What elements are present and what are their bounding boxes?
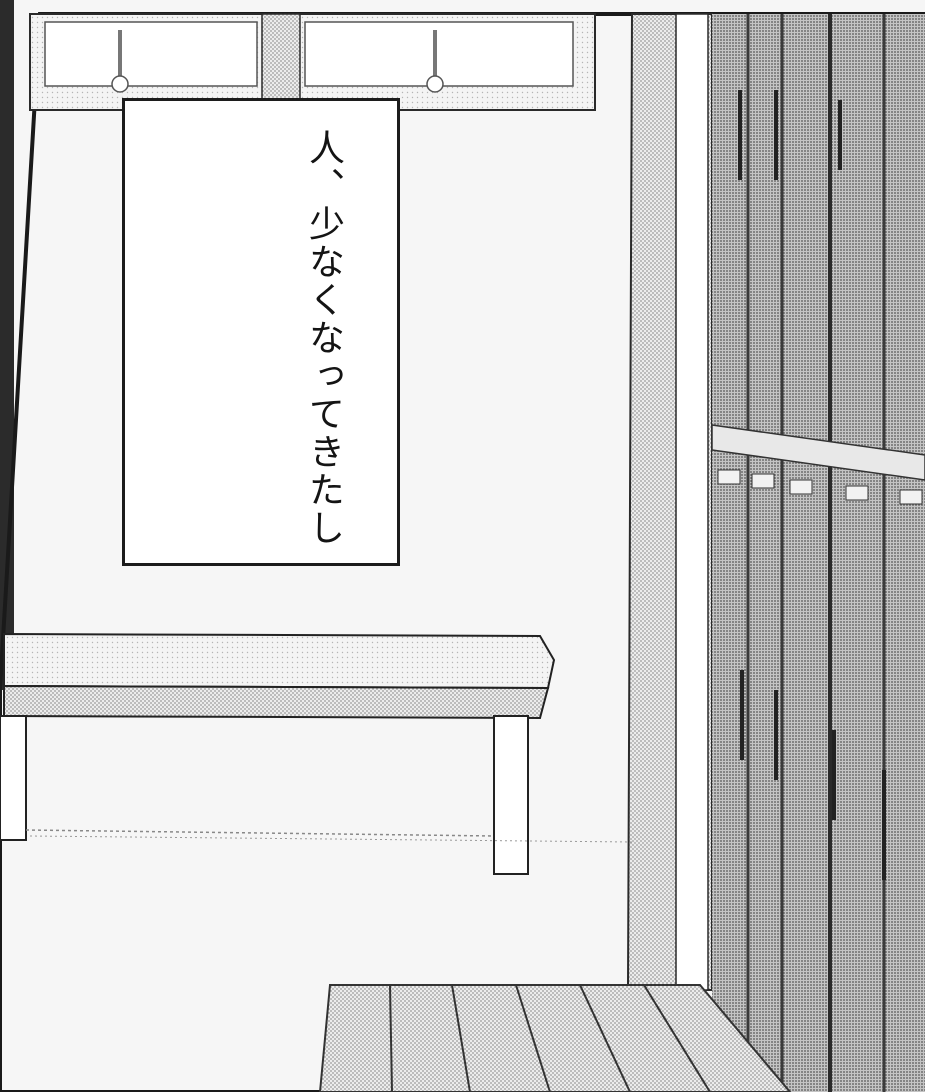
- caption-line-1: 人、: [303, 129, 344, 205]
- bench: [0, 632, 556, 875]
- lockers: [711, 14, 925, 1092]
- narration-box: 人、少なくなってきたし: [122, 98, 400, 566]
- narration-text: 人、少なくなってきたし: [298, 129, 347, 549]
- caption-line-2: 少なくなってきたし: [303, 205, 344, 547]
- window: [29, 13, 596, 111]
- wall-pillar: [626, 13, 713, 991]
- duckboard-mat: [318, 984, 792, 1092]
